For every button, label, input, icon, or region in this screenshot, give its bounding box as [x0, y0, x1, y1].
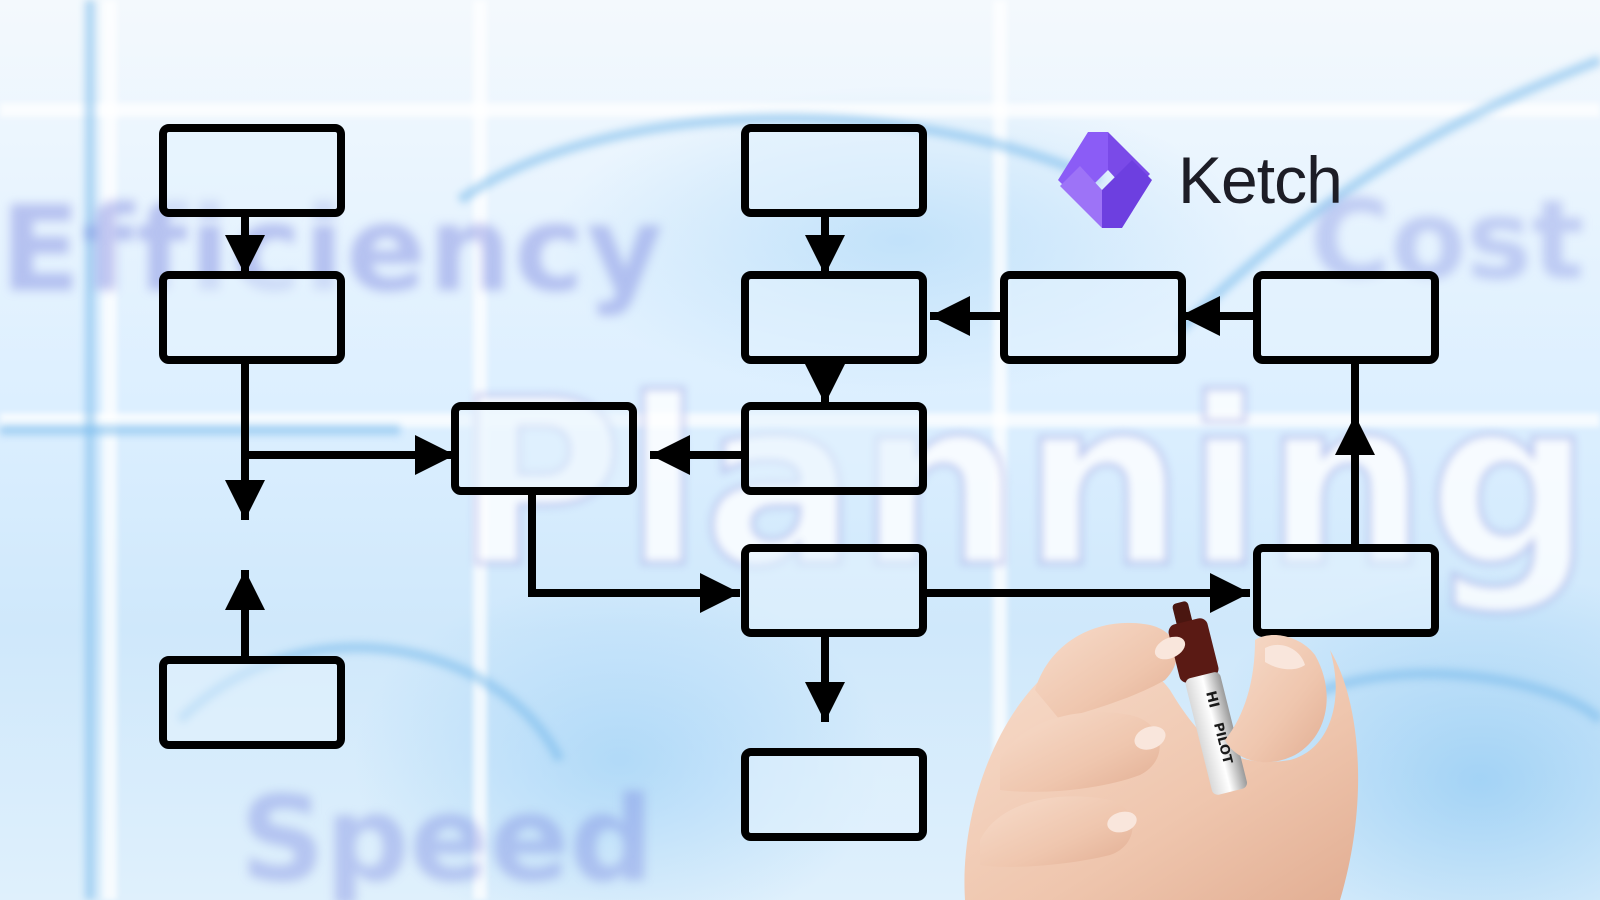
connector-m1-b4 [528, 495, 740, 613]
fingernail-ring [1107, 811, 1137, 833]
finger-middle [1000, 712, 1160, 792]
fingernail-index [1154, 636, 1186, 660]
background-word-speed: Speed [240, 770, 654, 900]
flow-box-d2 [1253, 544, 1439, 637]
ketch-logo-mark-icon [1058, 132, 1152, 228]
flow-box-b5 [741, 748, 927, 841]
marker-tip [1172, 601, 1193, 627]
flow-box-b2 [741, 271, 927, 364]
flow-box-d1 [1253, 271, 1439, 364]
ketch-logo-text: Ketch [1178, 143, 1343, 217]
flow-box-a1 [159, 124, 345, 217]
fingernail-middle [1134, 726, 1166, 750]
thumbnail [1265, 644, 1305, 670]
marker-label-hi: HI [1202, 689, 1222, 709]
ketch-logo: Ketch [1050, 130, 1343, 230]
flow-box-b3 [741, 402, 927, 495]
flow-box-a3 [159, 656, 345, 749]
finger-index [1035, 622, 1177, 720]
flow-box-b1 [741, 124, 927, 217]
flow-box-c1 [1000, 271, 1186, 364]
finger-ring [980, 796, 1133, 867]
flow-box-b4 [741, 544, 927, 637]
marker-cap [1168, 618, 1219, 683]
flow-box-a2 [159, 271, 345, 364]
marker-barrel [1185, 672, 1247, 795]
flow-box-m1 [451, 402, 637, 495]
